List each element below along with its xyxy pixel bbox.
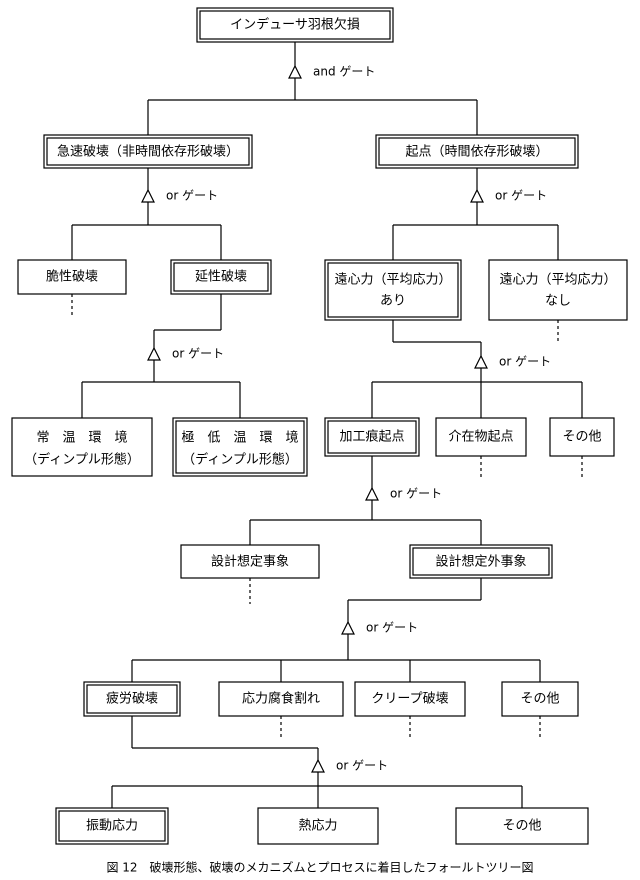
svg-text:なし: なし (545, 294, 571, 309)
node-cryogenic: 極 低 温 環 境 （ディンプル形態） (172, 417, 308, 477)
svg-text:（ディンプル形態）: （ディンプル形態） (182, 452, 298, 468)
node-fatigue: 疲労破壊 (83, 681, 181, 717)
svg-text:急速破壊（非時間依存形破壊）: 急速破壊（非時間依存形破壊） (57, 145, 239, 160)
node-top: インデューサ羽根欠損 (196, 7, 394, 43)
node-other-3: その他 (455, 807, 589, 845)
svg-text:or ゲート: or ゲート (495, 189, 547, 203)
node-design-unexpected: 設計想定外事象 (409, 544, 553, 579)
svg-text:その他: その他 (520, 692, 559, 707)
connector-lines (71, 42, 583, 808)
node-centrifugal-with: 遠心力（平均応力） あり (324, 259, 462, 321)
svg-text:（ディンプル形態）: （ディンプル形態） (24, 452, 140, 468)
svg-text:遠心力（平均応力）: 遠心力（平均応力） (499, 273, 616, 288)
node-machining-origin: 加工痕起点 (324, 417, 420, 457)
svg-text:or ゲート: or ゲート (172, 347, 224, 361)
figure-caption: 図 12 破壊形態、破壊のメカニズムとプロセスに着目したフォールトツリー図 (106, 860, 533, 875)
svg-text:起点（時間依存形破壊）: 起点（時間依存形破壊） (405, 145, 548, 160)
node-rapid: 急速破壊（非時間依存形破壊） (43, 134, 253, 169)
or-gate-rapid: or ゲート (141, 189, 218, 203)
svg-text:設計想定外事象: 設計想定外事象 (435, 554, 526, 570)
node-other-1: その他 (549, 417, 615, 457)
node-brittle: 脆性破壊 (17, 259, 127, 295)
node-thermal-stress: 熱応力 (257, 807, 379, 845)
svg-text:クリープ破壊: クリープ破壊 (371, 692, 448, 707)
dashed-continuation-lines (71, 294, 583, 740)
svg-text:or ゲート: or ゲート (166, 189, 218, 203)
svg-text:インデューサ羽根欠損: インデューサ羽根欠損 (230, 17, 360, 33)
svg-text:熱応力: 熱応力 (298, 819, 337, 834)
svg-text:振動応力: 振動応力 (86, 819, 138, 834)
node-origin: 起点（時間依存形破壊） (375, 134, 579, 169)
node-vibration-stress: 振動応力 (55, 807, 169, 845)
node-other-2: その他 (501, 681, 579, 717)
or-gate-machining: or ゲート (365, 487, 442, 501)
node-centrifugal-without: 遠心力（平均応力） なし (488, 259, 628, 321)
or-gate-centrifugal: or ゲート (474, 355, 551, 369)
or-gate-ductile: or ゲート (147, 347, 224, 361)
or-gate-fatigue: or ゲート (311, 759, 388, 773)
svg-text:極 低 温 環 境: 極 低 温 環 境 (181, 430, 298, 446)
node-ductile: 延性破壊 (170, 259, 272, 295)
svg-text:or ゲート: or ゲート (499, 355, 551, 369)
svg-text:and ゲート: and ゲート (313, 65, 375, 79)
svg-text:延性破壊: 延性破壊 (195, 270, 247, 285)
svg-text:脆性破壊: 脆性破壊 (46, 269, 98, 285)
svg-text:その他: その他 (562, 430, 601, 445)
svg-text:常 温 環 境: 常 温 環 境 (36, 431, 127, 446)
and-gate-1: and ゲート (288, 65, 375, 79)
svg-text:応力腐食割れ: 応力腐食割れ (242, 691, 320, 707)
svg-text:その他: その他 (502, 819, 541, 834)
svg-text:あり: あり (380, 294, 406, 309)
node-inclusion-origin: 介在物起点 (435, 417, 527, 457)
svg-text:介在物起点: 介在物起点 (448, 430, 513, 445)
svg-text:設計想定事象: 設計想定事象 (211, 554, 289, 570)
node-stress-corrosion: 応力腐食割れ (218, 681, 344, 717)
svg-text:疲労破壊: 疲労破壊 (106, 691, 158, 707)
or-gate-unexpected: or ゲート (341, 621, 418, 635)
svg-text:or ゲート: or ゲート (336, 759, 388, 773)
node-room-temperature: 常 温 環 境 （ディンプル形態） (11, 417, 153, 477)
node-creep: クリープ破壊 (354, 681, 466, 717)
or-gate-origin: or ゲート (470, 189, 547, 203)
svg-text:or ゲート: or ゲート (390, 487, 442, 501)
svg-text:加工痕起点: 加工痕起点 (339, 429, 404, 445)
node-design-expected: 設計想定事象 (180, 544, 320, 579)
svg-text:or ゲート: or ゲート (366, 621, 418, 635)
svg-text:遠心力（平均応力）: 遠心力（平均応力） (334, 273, 451, 288)
